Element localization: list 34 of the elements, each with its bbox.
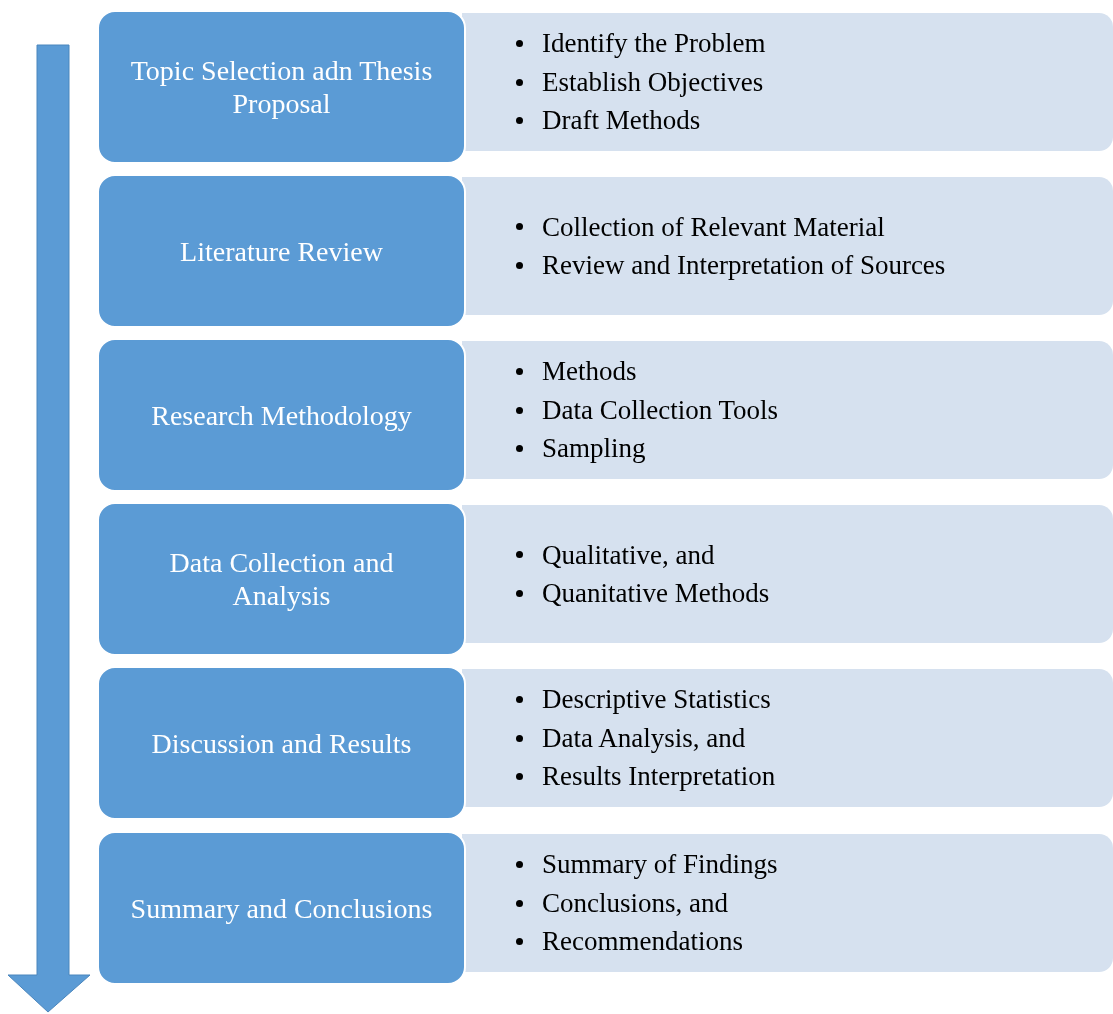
stage-title: Discussion and Results — [151, 726, 412, 760]
details-panel — [462, 834, 1113, 972]
details-panel — [462, 505, 1113, 643]
bullet-item: Descriptive Statistics — [542, 683, 771, 717]
details-panel — [462, 177, 1113, 315]
bullet-item: Draft Methods — [542, 104, 701, 138]
stage-box — [97, 831, 466, 985]
details-panel — [462, 669, 1113, 807]
bullet-item: Data Collection Tools — [542, 393, 779, 427]
stage-box — [97, 10, 466, 164]
bullet-item: Conclusions, and — [542, 886, 728, 920]
bullet-item: Qualitative, and — [542, 538, 715, 572]
bullet-item: Establish Objectives — [542, 65, 764, 99]
stage-title: Summary and Conclusions — [130, 891, 433, 925]
stage-box — [97, 502, 466, 656]
stage-title: Data Collection and Analysis — [168, 546, 395, 612]
bullet-item: Quanitative Methods — [542, 577, 770, 610]
bullet-item: Sampling — [542, 432, 646, 466]
stage-box — [97, 174, 466, 328]
details-panel — [462, 341, 1113, 479]
bullet-item: Identify the Problem — [542, 27, 766, 61]
bullet-item: Collection of Relevant Material — [542, 210, 885, 244]
bullet-item: Review and Interpretation of Sources — [542, 249, 946, 282]
stage-title: Topic Selection adn Thesis Proposal — [129, 54, 434, 120]
bullet-item: Results Interpretation — [542, 760, 776, 794]
stage-box — [97, 666, 466, 820]
stage-title: Research Methodology — [151, 398, 412, 432]
bullet-item: Methods — [542, 355, 637, 389]
stage-box — [97, 338, 466, 492]
stage-title: Literature Review — [180, 234, 383, 268]
bullet-item: Summary of Findings — [542, 848, 778, 882]
bullet-item: Data Analysis, and — [542, 721, 746, 755]
details-panel — [462, 13, 1113, 151]
bullet-item: Recommendations — [542, 925, 743, 959]
